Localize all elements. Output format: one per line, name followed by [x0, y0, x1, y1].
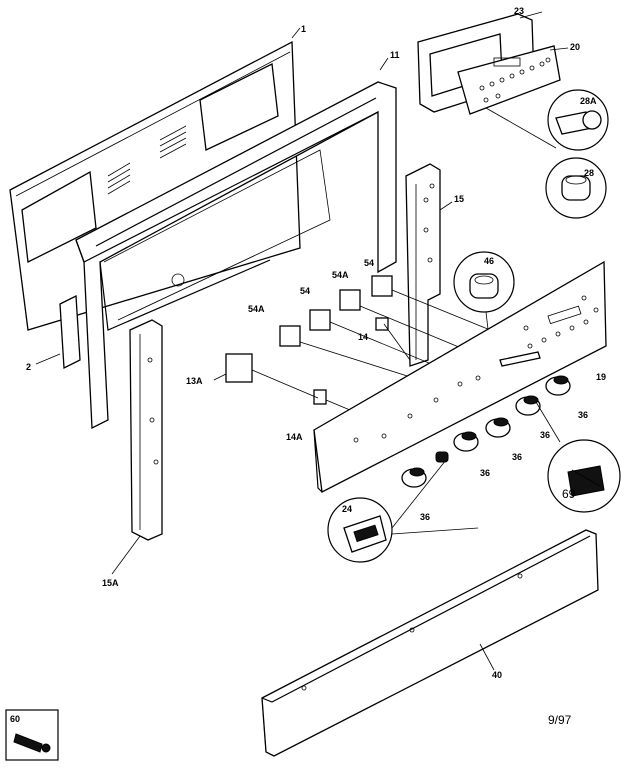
screw-60-box — [5, 709, 59, 761]
label-36-b: 36 — [540, 430, 550, 440]
label-1: 1 — [301, 24, 306, 34]
label-40: 40 — [492, 670, 502, 680]
label-54: 54 — [300, 286, 310, 296]
control-panel — [313, 260, 607, 494]
label-54-top: 54 — [364, 258, 374, 268]
label-60: 60 — [10, 714, 20, 724]
backguard-frame — [75, 57, 397, 430]
side-bracket-right — [405, 163, 453, 367]
part-labels: 1 11 23 20 28A 28 15 46 54A 54 54 54A 14… — [10, 6, 606, 724]
label-36-d: 36 — [480, 468, 490, 478]
label-36-c: 36 — [512, 452, 522, 462]
label-15a: 15A — [102, 578, 119, 588]
label-15: 15 — [454, 194, 464, 204]
label-28a: 28A — [580, 96, 597, 106]
label-24: 24 — [342, 504, 352, 514]
label-36-a: 36 — [578, 410, 588, 420]
label-14: 14 — [358, 332, 368, 342]
label-54a: 54A — [248, 304, 265, 314]
label-69: 69 — [562, 487, 576, 501]
bracket-2 — [35, 294, 81, 370]
label-20: 20 — [570, 42, 580, 52]
label-36-e: 36 — [420, 512, 430, 522]
label-13a: 13A — [186, 376, 203, 386]
knob-36-4 — [515, 395, 541, 416]
knob-36-3 — [485, 417, 511, 438]
label-54a-top: 54A — [332, 270, 349, 280]
screw-69-detail — [535, 401, 621, 513]
label-46: 46 — [484, 256, 494, 266]
control-board-assembly — [417, 11, 569, 149]
side-bracket-left — [111, 319, 163, 575]
label-11: 11 — [390, 50, 400, 60]
knob-28a — [547, 89, 609, 151]
knob-36-5 — [545, 375, 571, 396]
trim-40 — [261, 529, 599, 757]
label-19: 19 — [596, 372, 606, 382]
label-14a: 14A — [286, 432, 303, 442]
knob-36-2 — [453, 431, 479, 452]
back-panel — [9, 27, 301, 331]
knob-36-1 — [401, 467, 427, 488]
label-2: 2 — [26, 362, 31, 372]
revision-date: 9/97 — [548, 713, 572, 727]
knob-28 — [545, 157, 607, 219]
knobs-36 — [401, 375, 571, 488]
switch-24-detail — [327, 459, 479, 563]
switches — [213, 275, 501, 411]
label-23: 23 — [514, 6, 524, 16]
label-28: 28 — [584, 168, 594, 178]
